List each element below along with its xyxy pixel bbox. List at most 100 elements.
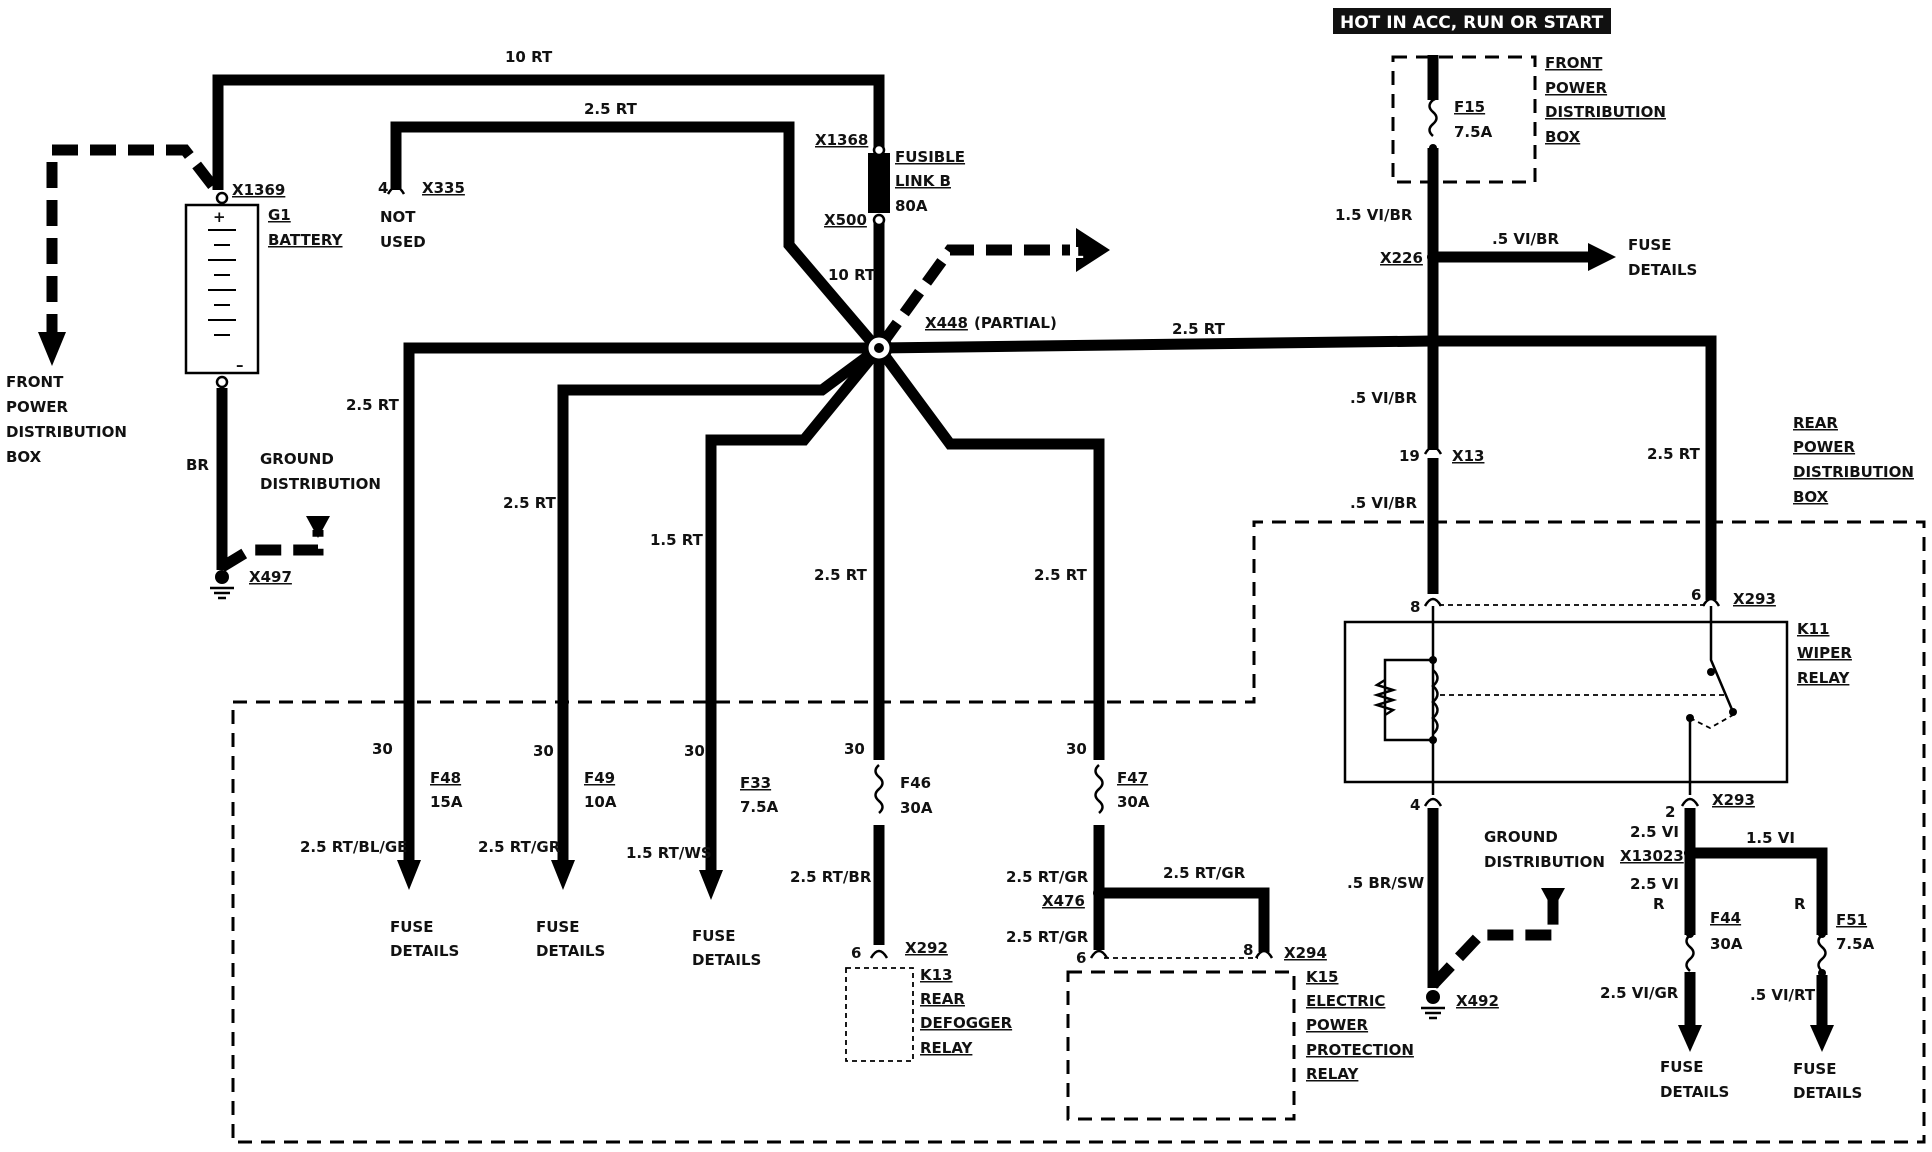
pin-x292: 6 — [851, 944, 861, 962]
x293-pin-4 — [1423, 797, 1443, 807]
wire-25rt-f47 — [877, 348, 1105, 760]
label-f51: F51 — [1836, 911, 1867, 929]
x1368-dot — [872, 143, 886, 157]
f51-arrow — [1810, 1025, 1834, 1052]
arrow-l-head — [1076, 228, 1110, 272]
x1369-dot — [215, 191, 229, 205]
label-w25rt-b: 2.5 RT — [503, 494, 557, 512]
rating-f47: 30A — [1117, 793, 1150, 811]
label-w25rt-a: 2.5 RT — [346, 396, 400, 414]
front-dist-right-2: POWER — [1545, 79, 1608, 97]
fuse-f48-symbol — [404, 769, 414, 807]
k11-line2: RELAY — [1797, 669, 1851, 687]
label-top-25rt: 2.5 RT — [584, 100, 638, 118]
pin-f47: 30 — [1066, 740, 1087, 758]
f44-top-dot — [1686, 930, 1694, 938]
fd-x226-2: DETAILS — [1628, 261, 1697, 279]
rating-f15: 7.5A — [1454, 123, 1493, 141]
arrow-l-label: L — [1074, 244, 1084, 262]
x293-pin-8 — [1423, 597, 1443, 607]
rating-f44: 30A — [1710, 935, 1743, 953]
rear-box-4: BOX — [1793, 488, 1829, 506]
label-x500: X500 — [824, 211, 867, 229]
fd-f49-1: FUSE — [536, 918, 579, 936]
label-x292: X292 — [905, 939, 948, 957]
label-x1369: X1369 — [232, 181, 285, 199]
front-dist-right-3: DISTRIBUTION — [1545, 103, 1666, 121]
pin-x13: 19 — [1399, 447, 1420, 465]
f44-arrow — [1678, 1025, 1702, 1052]
k11-relay-box — [1343, 620, 1789, 784]
battery-cells — [208, 229, 236, 336]
label-f48-out: 2.5 RT/BL/GE — [300, 838, 407, 856]
front-dist-arrow — [38, 332, 66, 366]
rating-f49: 10A — [584, 793, 617, 811]
hot-banner: HOT IN ACC, RUN OR START — [1340, 13, 1604, 33]
label-x13-in: .5 VI/BR — [1350, 389, 1417, 407]
label-f47: F47 — [1117, 769, 1148, 787]
fuse-f46-symbol — [874, 764, 884, 814]
label-f47-out-b: 2.5 RT/GR — [1006, 928, 1089, 946]
label-star-10rt: 10 RT — [828, 266, 876, 284]
wire-15rt-f33 — [705, 348, 881, 870]
label-f33: F33 — [740, 774, 771, 792]
f33-arrow — [699, 870, 723, 900]
x226-arrow — [1588, 243, 1616, 271]
label-f47-out-a: 2.5 RT/GR — [1006, 868, 1089, 886]
fusible-link-1: FUSIBLE — [895, 148, 965, 166]
label-w25rt-c: 2.5 RT — [814, 566, 868, 584]
label-x13-out: .5 VI/BR — [1350, 494, 1417, 512]
k15-line4: RELAY — [1306, 1065, 1360, 1083]
f48-arrow — [397, 860, 421, 890]
x448-center — [874, 343, 884, 353]
f15-top-dot — [1429, 93, 1437, 101]
x13-pin — [1423, 445, 1443, 455]
wire-x476-x294 — [1099, 887, 1270, 952]
label-k11-ground: .5 BR/SW — [1347, 874, 1425, 892]
pin-x293-bottom-4: 4 — [1410, 796, 1420, 814]
label-x497: X497 — [249, 568, 292, 586]
ground-x497 — [210, 570, 234, 600]
fusible-link-rating: 80A — [895, 197, 928, 215]
fuse-f44-symbol — [1685, 934, 1695, 972]
pin-f49: 30 — [533, 742, 554, 760]
wire-15vi — [1690, 847, 1828, 935]
hot-banner-bg — [1333, 8, 1611, 34]
ground-dist-right-2: DISTRIBUTION — [1484, 853, 1605, 871]
label-x476-top: 2.5 RT/GR — [1163, 864, 1246, 882]
label-k15: K15 — [1306, 968, 1339, 986]
k15-relay-box — [1066, 970, 1296, 1121]
x294-pin-left — [1089, 949, 1109, 959]
wire-ground-dist-right — [1428, 900, 1559, 989]
wire-25rt-f48 — [403, 342, 876, 870]
pin-f46: 30 — [844, 740, 865, 758]
rear-box-2: POWER — [1793, 438, 1856, 456]
label-x293-top: X293 — [1733, 590, 1776, 608]
battery-minus: – — [236, 356, 244, 374]
fd-f49-2: DETAILS — [536, 942, 605, 960]
x294-pin-right — [1254, 949, 1274, 959]
front-dist-left-3: DISTRIBUTION — [6, 423, 127, 441]
not-used-1: NOT — [380, 208, 416, 226]
label-g1: G1 — [268, 206, 291, 224]
fd-f51-1: FUSE — [1793, 1060, 1836, 1078]
pin-x294-right: 8 — [1243, 941, 1253, 959]
x500-dot — [872, 213, 886, 227]
wire-ground-dist-left — [219, 530, 324, 572]
fuse-f49-symbol — [558, 769, 568, 807]
fuse-f51-symbol — [1817, 934, 1827, 972]
fd-f33-2: DETAILS — [692, 951, 761, 969]
label-battery: BATTERY — [268, 231, 344, 249]
k11-internals — [1372, 606, 1737, 795]
k13-relay-box — [845, 967, 914, 1062]
pin-x293-left: 8 — [1410, 598, 1420, 616]
fd-f51-2: DETAILS — [1793, 1084, 1862, 1102]
label-f46: F46 — [900, 774, 931, 792]
label-x294: X294 — [1284, 944, 1327, 962]
ground-dist-left-1: GROUND — [260, 450, 334, 468]
fd-x226-1: FUSE — [1628, 236, 1671, 254]
f49-arrow — [551, 860, 575, 890]
label-x448-note: (PARTIAL) — [974, 314, 1057, 332]
label-x13023-out: 2.5 VI — [1630, 875, 1679, 893]
front-dist-right-4: BOX — [1545, 128, 1581, 146]
